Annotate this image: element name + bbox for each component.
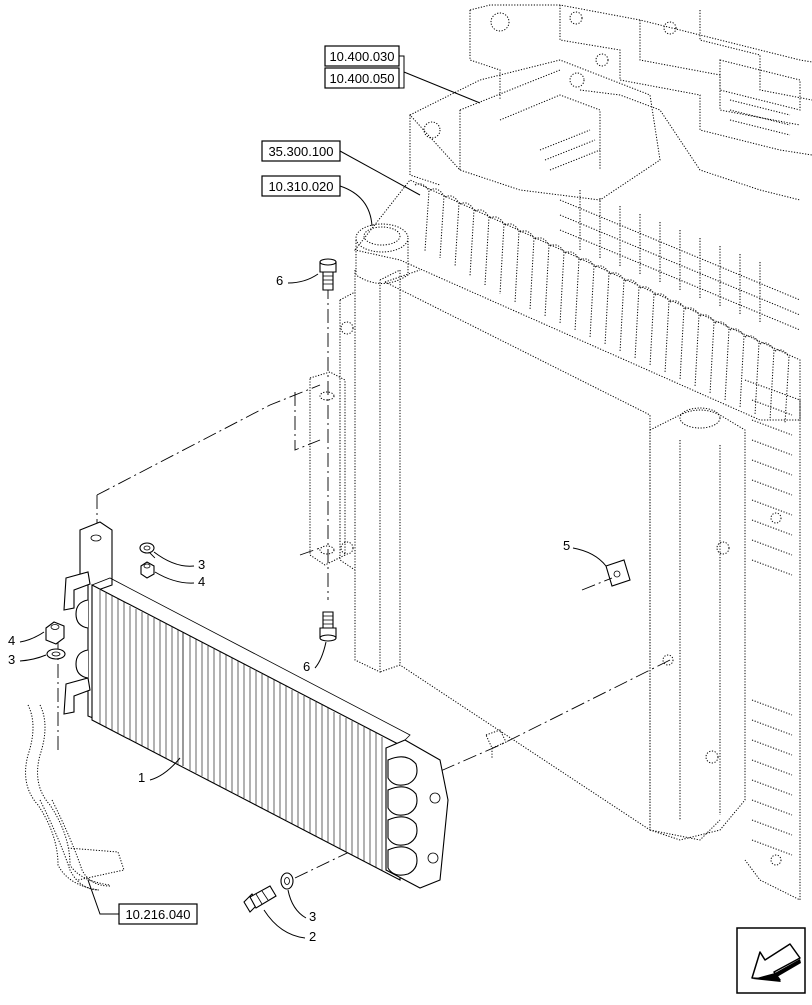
radiator-right-side-tank bbox=[649, 407, 746, 841]
callout-item-3-top: 3 bbox=[153, 551, 205, 572]
washer-item-3-bottom bbox=[280, 872, 294, 890]
tube-return-bends bbox=[387, 756, 418, 876]
bolt-item-6-top bbox=[319, 258, 337, 291]
ref-leader-10-310-020 bbox=[339, 185, 373, 227]
callout-item-2: 2 bbox=[263, 909, 316, 944]
ref-box-10-400-030[interactable]: 10.400.030 bbox=[324, 45, 400, 67]
air-filter-housing bbox=[409, 59, 661, 201]
ref-box-35-300-100[interactable]: 35.300.100 bbox=[261, 140, 341, 162]
ref-box-10-400-050[interactable]: 10.400.050 bbox=[324, 67, 400, 89]
ref-box-10-216-040[interactable]: 10.216.040 bbox=[118, 903, 198, 925]
oil-cooler bbox=[75, 521, 449, 889]
charge-air-cooler-fins bbox=[559, 190, 801, 331]
callout-item-4-left: 4 bbox=[8, 631, 45, 648]
ref-label-10-400-030: 10.400.030 bbox=[329, 49, 394, 64]
cooler-hose-fittings bbox=[63, 571, 91, 715]
callout-item-3-bottom: 3 bbox=[287, 889, 316, 924]
svg-text:1: 1 bbox=[138, 770, 145, 785]
svg-text:6: 6 bbox=[303, 659, 310, 674]
ref-leader-10-400 bbox=[399, 55, 481, 104]
radiator-upper-tank bbox=[354, 179, 801, 424]
upper-tank-ribs bbox=[414, 183, 790, 424]
engine-frame-dotted bbox=[469, 4, 812, 201]
callout-item-4-top: 4 bbox=[154, 571, 205, 589]
nut-item-4-top bbox=[140, 561, 155, 579]
callout-item-6-bottom: 6 bbox=[303, 641, 327, 674]
ref-label-10-216-040: 10.216.040 bbox=[125, 907, 190, 922]
svg-text:3: 3 bbox=[8, 652, 15, 667]
radiator-core bbox=[384, 269, 721, 841]
svg-text:3: 3 bbox=[198, 557, 205, 572]
nut-item-4-left bbox=[45, 621, 65, 645]
ref-label-35-300-100: 35.300.100 bbox=[268, 144, 333, 159]
callout-item-5: 5 bbox=[563, 538, 607, 567]
radiator-fitting bbox=[485, 729, 507, 758]
bolt-item-2 bbox=[243, 885, 277, 913]
intercooler-side-fins bbox=[744, 379, 801, 901]
ref-label-10-400-050: 10.400.050 bbox=[329, 71, 394, 86]
svg-text:2: 2 bbox=[309, 929, 316, 944]
washer-item-3-left bbox=[46, 648, 66, 660]
radiator-filler-neck bbox=[355, 223, 409, 284]
radiator-mount-bracket bbox=[309, 371, 346, 566]
ref-box-10-310-020[interactable]: 10.310.020 bbox=[261, 175, 341, 197]
washer-item-3-top bbox=[139, 542, 155, 554]
ref-leader-10-216-040 bbox=[87, 879, 119, 915]
callout-item-3-left: 3 bbox=[8, 652, 47, 667]
cooler-fins bbox=[99, 590, 383, 871]
bolt-item-6-bottom bbox=[319, 611, 337, 642]
svg-text:6: 6 bbox=[276, 273, 283, 288]
radiator-left-side-tank bbox=[339, 269, 401, 673]
ref-label-10-310-020: 10.310.020 bbox=[268, 179, 333, 194]
svg-text:4: 4 bbox=[198, 574, 205, 589]
svg-text:3: 3 bbox=[309, 909, 316, 924]
svg-text:4: 4 bbox=[8, 633, 15, 648]
svg-text:5: 5 bbox=[563, 538, 570, 553]
arrow-down-left-icon bbox=[736, 927, 806, 994]
ref-leader-35-300-100 bbox=[339, 150, 421, 196]
callout-item-1: 1 bbox=[138, 757, 181, 785]
callout-item-6-top: 6 bbox=[276, 273, 319, 288]
hydraulic-hose bbox=[25, 704, 125, 891]
clip-item-5 bbox=[605, 559, 631, 587]
